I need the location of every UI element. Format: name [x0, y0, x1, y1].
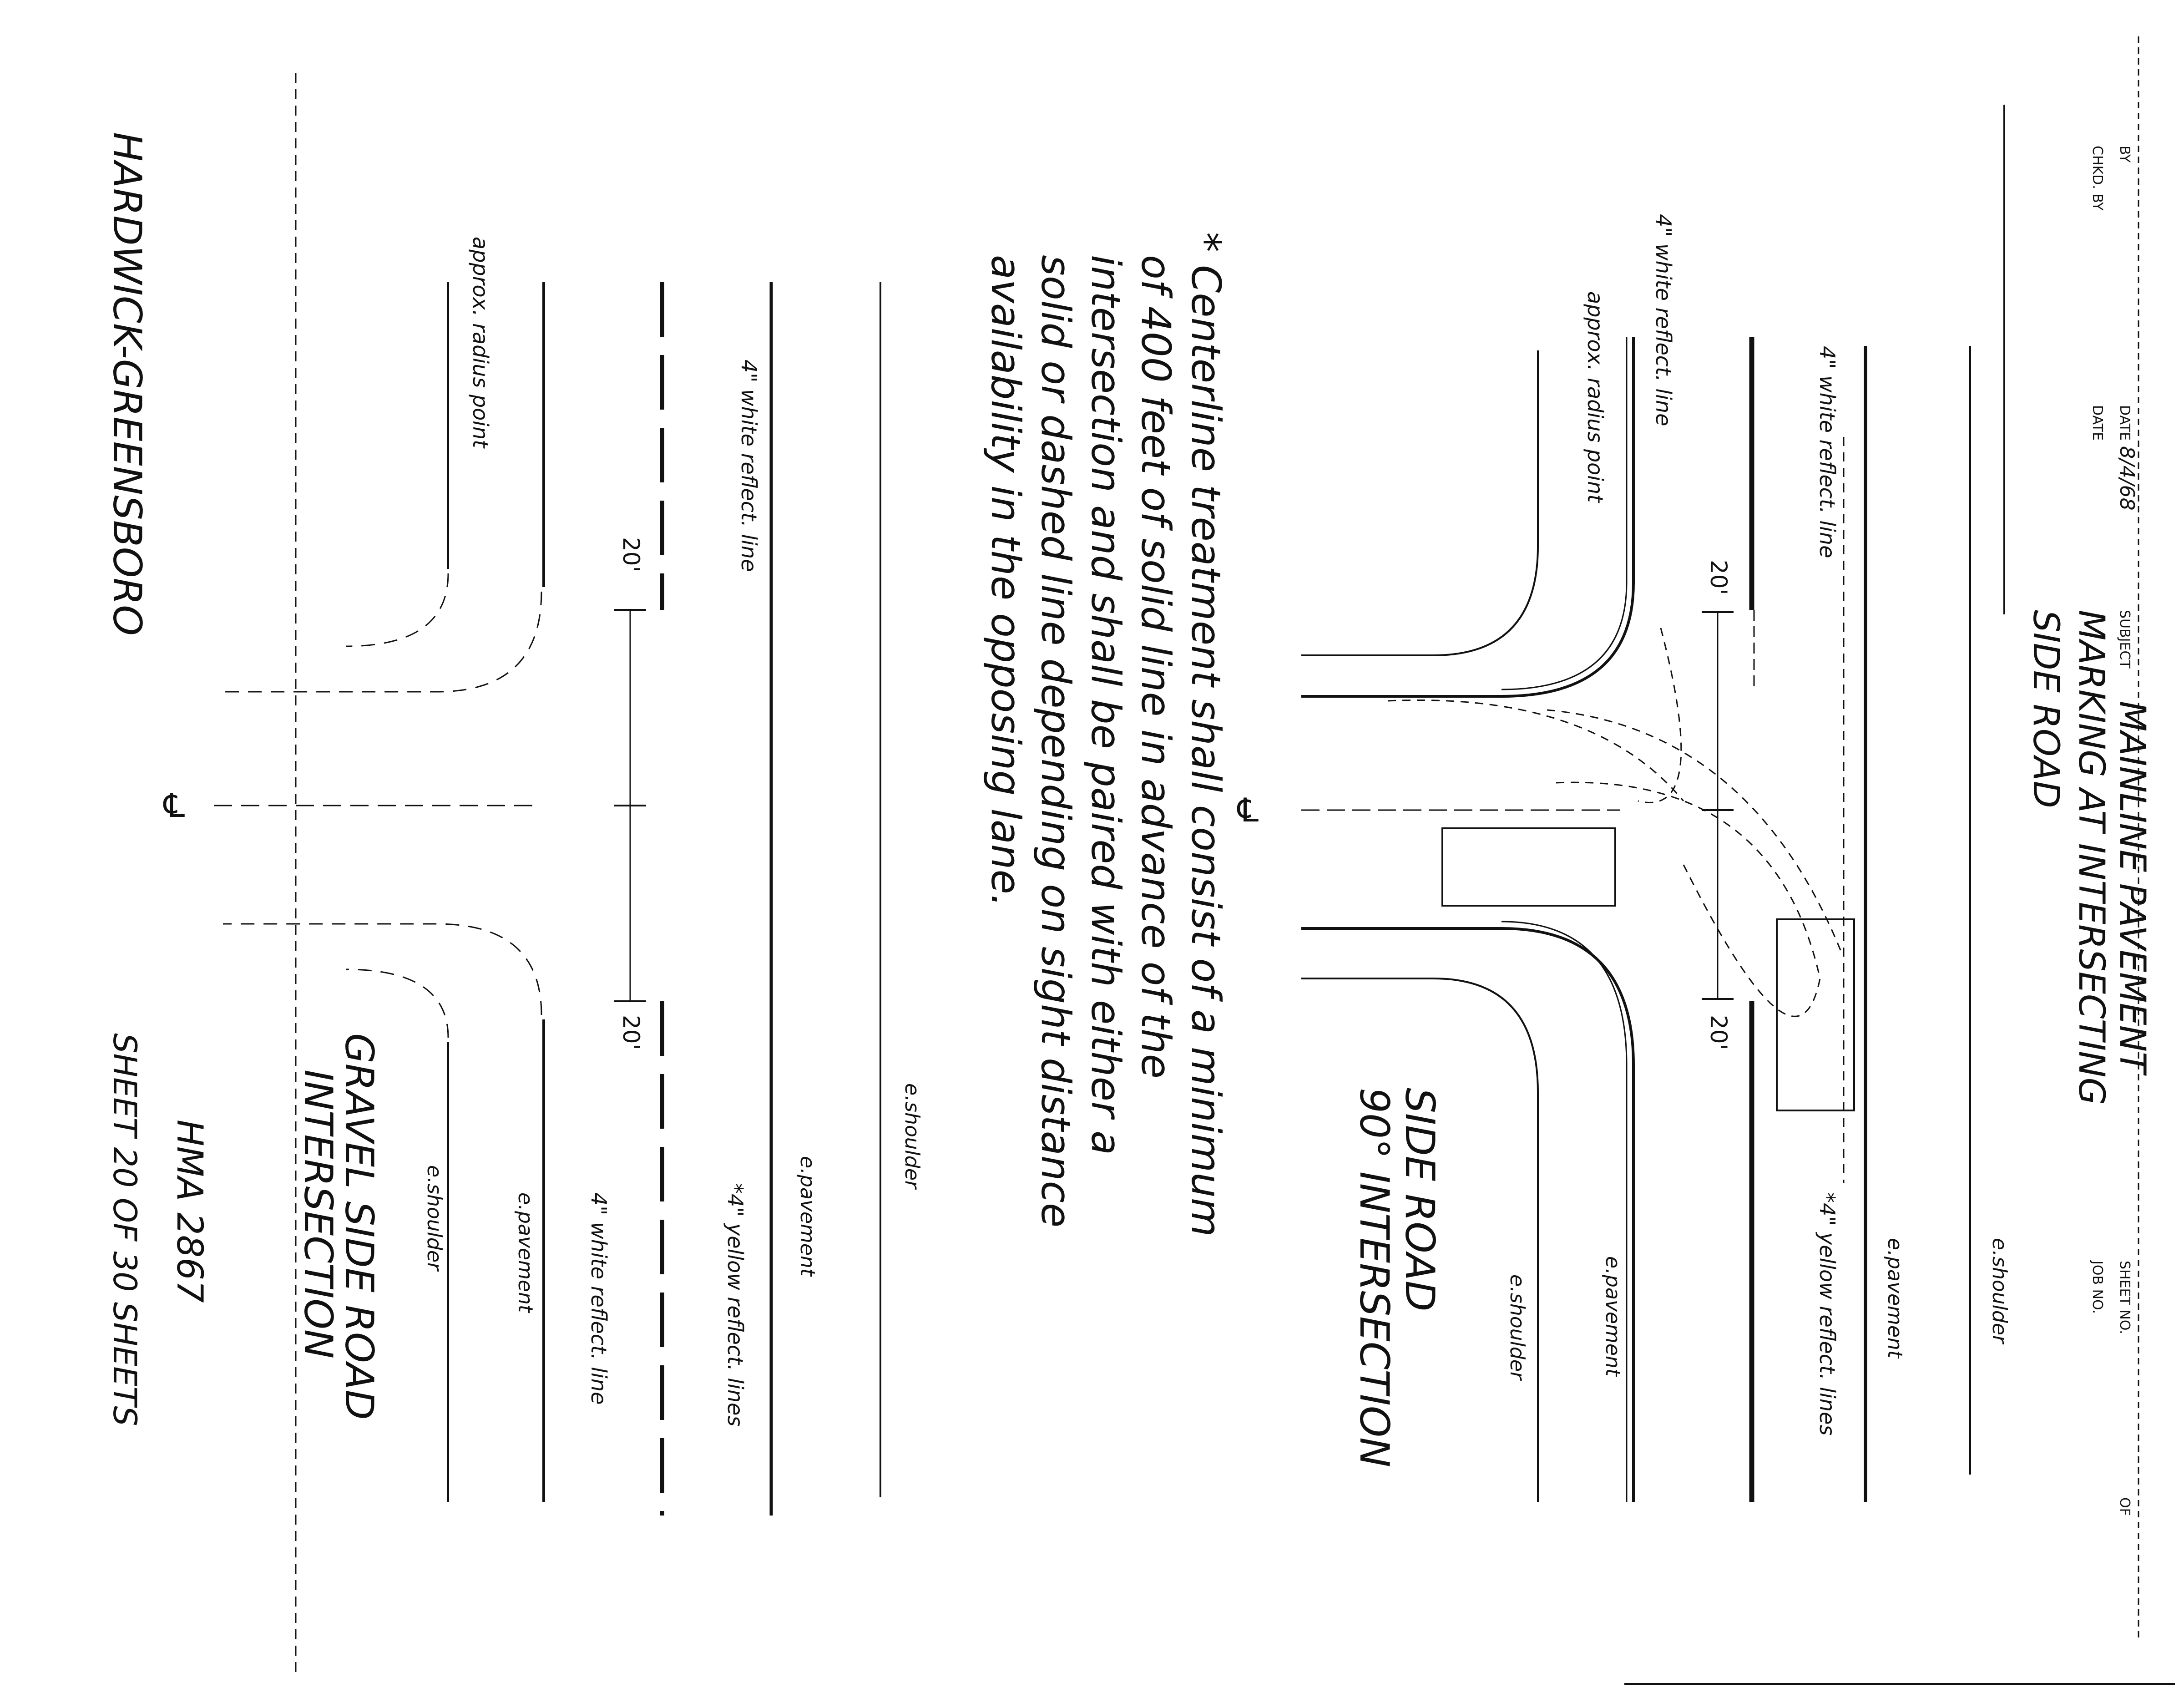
- top-dim-left-label: 20': [1705, 560, 1732, 595]
- top-caption-line-1: SIDE ROAD: [1396, 1088, 1443, 1312]
- subject-line-3: SIDE ROAD: [2025, 610, 2066, 808]
- b-e-shoulder-top-label: e.shoulder: [900, 1083, 924, 1190]
- of-label: OF: [2117, 1497, 2133, 1516]
- date-value: 8/4/68: [2115, 446, 2138, 511]
- footer: HMA 2867 SHEET 20 OF 30 SHEETS HARDWICK-…: [104, 132, 210, 1426]
- top-dim-right-label: 20': [1705, 1015, 1732, 1050]
- subject-label: SUBJECT: [2117, 610, 2133, 669]
- side-road-edge-left: [1301, 337, 1635, 698]
- top-caption-line-2: 90° INTERSECTION: [1351, 1088, 1398, 1467]
- date-label: DATE: [2117, 405, 2133, 441]
- top-white-reflect-label: 4" white reflect. line: [1815, 346, 1840, 558]
- b-dim-right-label: 20': [618, 1015, 644, 1050]
- footer-sheet: SHEET 20 OF 30 SHEETS: [106, 1033, 143, 1426]
- side-road-shoulder-right: [1301, 978, 1539, 1502]
- vehicle-side-road: [1441, 827, 1616, 907]
- top-e-pavement-label: e.pavement: [1883, 1238, 1906, 1359]
- turning-path-3: [1387, 699, 1684, 801]
- top-approx-radius-label: approx. radius point: [1583, 291, 1608, 503]
- b-side-road-edge-left: [223, 591, 542, 693]
- turning-path-1: [1547, 709, 1844, 956]
- by-label: BY: [2117, 146, 2133, 163]
- bottom-caption-line-2: INTERSECTION: [295, 1070, 341, 1359]
- side-road-edge-left-inner: [1501, 337, 1628, 690]
- footer-project: HMA 2867: [169, 1120, 210, 1303]
- checked-date-label: DATE: [2089, 405, 2105, 441]
- sheet-no-label: SHEET NO.: [2117, 1261, 2133, 1334]
- b-white-reflect-top-label: 4" white reflect. line: [737, 360, 761, 572]
- b-dim-left-label: 20': [618, 537, 644, 572]
- top-centerline-symbol: ℄: [1237, 791, 1259, 829]
- note-line-5: availability in the opposing lane.: [982, 255, 1029, 907]
- turning-path-2: [1556, 781, 1821, 1017]
- turning-path-4: [1638, 628, 1682, 803]
- checked-by-label: CHKD. BY: [2089, 146, 2105, 211]
- note-line-2: of 400 feet of solid line in advance of …: [1132, 255, 1179, 1079]
- bottom-caption-line-1: GRAVEL SIDE ROAD: [336, 1033, 382, 1420]
- title-block: BY DATE 8/4/68 CHKD. BY DATE SUBJECT MAI…: [1624, 36, 2175, 1685]
- b-side-road-shoulder-right: [345, 968, 449, 1038]
- b-yellow-reflect-label: *4" yellow reflect. lines: [723, 1183, 748, 1426]
- top-diagram: ℄ 20' 20' e.shoulder e.pavement 4" white…: [1237, 214, 2011, 1502]
- top-yellow-reflect-label: *4" yellow reflect. lines: [1815, 1192, 1840, 1435]
- b-e-pavement-top-label: e.pavement: [796, 1156, 819, 1277]
- b-side-road-edge-right: [223, 923, 542, 1015]
- subject-line-1: MAINLINE PAVEMENT: [2112, 701, 2153, 1076]
- side-road-edge-right: [1301, 927, 1635, 1502]
- top-white-reflect-side-label: 4" white reflect. line: [1651, 214, 1676, 426]
- note-line-3: intersection and shall be paired with ei…: [1082, 255, 1129, 1155]
- b-side-road-shoulder-left: [345, 573, 449, 647]
- bottom-diagram: ℄ 20' 20' e.shoulder e.pavement 4" white…: [163, 237, 924, 1516]
- note-line-1: * Centerline treatment shall consist of …: [1183, 232, 1229, 1237]
- b-white-reflect-side-label: 4" white reflect. line: [586, 1192, 611, 1404]
- subject-line-2: MARKING AT INTERSECTING: [2071, 610, 2112, 1105]
- bottom-centerline-symbol: ℄: [163, 786, 185, 825]
- top-e-pavement-bottom-label: e.pavement: [1601, 1256, 1624, 1377]
- b-e-shoulder-bottom-label: e.shoulder: [423, 1165, 446, 1272]
- b-e-pavement-bottom-label: e.pavement: [514, 1192, 537, 1313]
- note-line-4: solid or dashed line depending on sight …: [1032, 255, 1079, 1227]
- job-no-label: JOB NO.: [2089, 1260, 2105, 1314]
- top-e-shoulder-label: e.shoulder: [1988, 1238, 2011, 1345]
- side-road-shoulder-left: [1301, 350, 1539, 656]
- side-road-edge-right-inner: [1501, 921, 1628, 1502]
- vehicle-mainline: [1776, 918, 1855, 1111]
- top-e-shoulder-bottom-label: e.shoulder: [1506, 1274, 1529, 1381]
- centerline-note: * Centerline treatment shall consist of …: [982, 232, 1229, 1237]
- footer-location: HARDWICK-GREENSBORO: [104, 132, 150, 636]
- b-approx-radius-label: approx. radius point: [468, 237, 493, 449]
